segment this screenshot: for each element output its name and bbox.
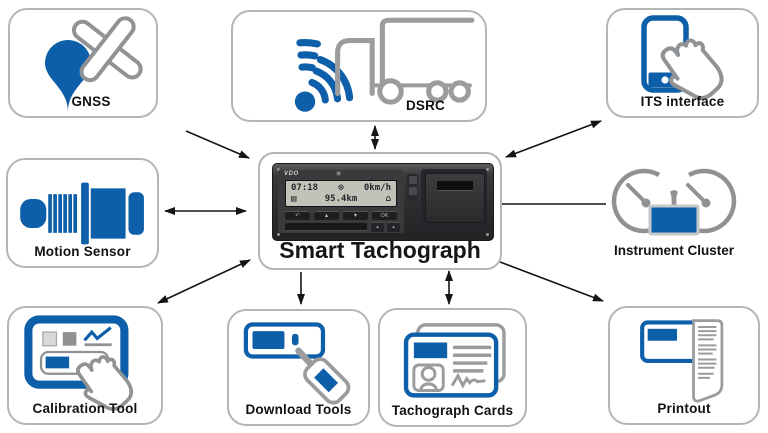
node-label-instrument-cluster: Instrument Cluster — [613, 243, 735, 258]
node-label-motion-sensor: Motion Sensor — [34, 244, 131, 259]
arrow-its-tachograph — [505, 120, 602, 158]
ok-button: OK — [372, 211, 397, 220]
motion-sensor-plug-icon — [20, 182, 144, 245]
display-speed: 0km/h — [363, 182, 391, 193]
printer-module — [421, 169, 487, 233]
node-printout: Printout — [608, 306, 760, 425]
menu-back-button: ↶ — [285, 211, 310, 220]
status-led-icon: ◉ — [336, 171, 342, 177]
receipt-paper-icon — [640, 319, 724, 403]
download-interface-cover — [407, 174, 418, 200]
node-label-tachograph-cards: Tachograph Cards — [391, 403, 514, 418]
node-download-tools: Download Tools — [227, 309, 370, 426]
driver-id-cards-icon — [403, 323, 506, 398]
smart-tachograph-title: Smart Tachograph — [279, 237, 481, 263]
dashboard-gauges-icon — [611, 168, 737, 236]
node-label-gnss: GNSS — [71, 94, 111, 109]
screw-icon — [277, 233, 280, 236]
brand-logo: VDO — [284, 171, 299, 177]
device-buttons: ↶ ▲ ▼ OK — [285, 211, 397, 220]
display-odometer: 95.4km — [324, 194, 358, 205]
node-label-its-interface: ITS interface — [640, 94, 725, 109]
truck-radio-signal-icon — [294, 17, 475, 112]
node-smart-tachograph: VDO ◉ 07:18 ⊙ 0km/h ▤ 95.4km ⌂ ↶ — [258, 152, 502, 270]
device-front-panel: VDO ◉ 07:18 ⊙ 0km/h ▤ 95.4km ⌂ ↶ — [278, 169, 404, 233]
node-dsrc: DSRC — [231, 10, 487, 122]
node-its-interface: ITS interface — [606, 8, 759, 118]
smartphone-touch-icon — [641, 15, 724, 101]
drive-mode-icon: ⊙ — [338, 182, 344, 193]
node-calibration-tool: Calibration Tool — [7, 306, 163, 425]
arrow-gnss-tachograph — [185, 130, 250, 159]
node-label-download-tools: Download Tools — [245, 402, 352, 417]
diagnostic-tablet-touch-icon — [24, 315, 134, 411]
card-slot-icon: ▤ — [291, 194, 297, 205]
rest-mode-icon: ⌂ — [385, 194, 391, 205]
satellite-location-pin-icon — [45, 16, 143, 112]
screw-icon — [486, 233, 489, 236]
paper-exit-slot — [437, 181, 473, 191]
down-button: ▼ — [343, 211, 368, 220]
device-display: 07:18 ⊙ 0km/h ▤ 95.4km ⌂ — [285, 180, 397, 207]
driver1-card-button: ▴ — [371, 222, 384, 232]
driver2-card-button: ▴ — [387, 222, 400, 232]
node-motion-sensor: Motion Sensor — [6, 158, 159, 268]
node-gnss: GNSS — [8, 8, 158, 118]
arrow-printout-tachograph — [499, 261, 604, 302]
printer-flap — [425, 173, 485, 223]
tachograph-device: VDO ◉ 07:18 ⊙ 0km/h ▤ 95.4km ⌂ ↶ — [272, 163, 494, 241]
screw-icon — [486, 168, 489, 171]
card-slot — [285, 223, 367, 231]
arrow-calibration-tachograph — [157, 259, 251, 304]
node-label-dsrc: DSRC — [405, 98, 445, 113]
node-label-calibration-tool: Calibration Tool — [32, 401, 138, 416]
node-tachograph-cards: Tachograph Cards — [378, 308, 527, 427]
download-key-icon — [243, 322, 351, 405]
up-button: ▲ — [314, 211, 339, 220]
node-label-printout: Printout — [657, 401, 711, 416]
display-time: 07:18 — [291, 182, 319, 193]
